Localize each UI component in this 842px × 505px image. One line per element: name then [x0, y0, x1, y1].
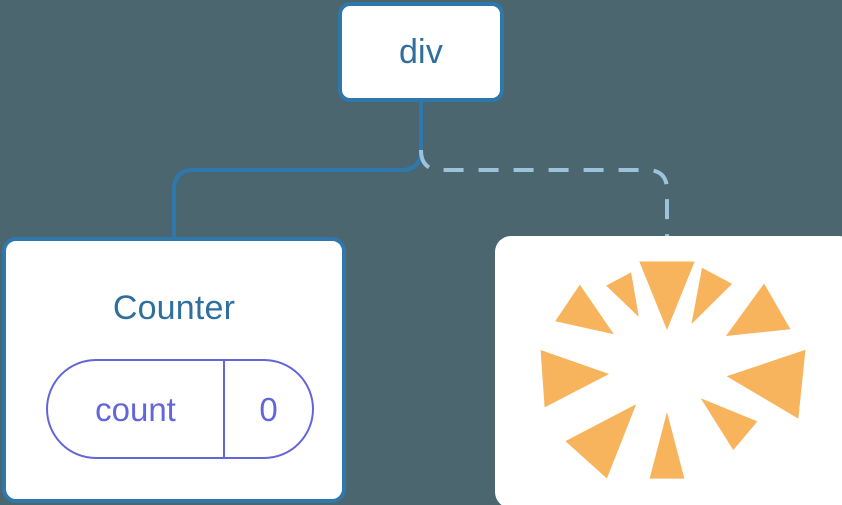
- node-div-label: div: [398, 33, 444, 71]
- burst-ray-5: [700, 398, 758, 451]
- edge-div-to-counter: [172, 100, 423, 241]
- state-pill-key: count: [48, 361, 225, 457]
- edge-div-to-burst: [419, 149, 669, 238]
- state-pill-count[interactable]: count 0: [46, 359, 314, 459]
- state-value-label: 0: [259, 390, 278, 428]
- node-counter-label: Counter: [112, 289, 236, 327]
- burst-ray-2: [691, 267, 733, 325]
- node-burst[interactable]: [495, 236, 842, 505]
- state-pill-value: 0: [225, 361, 312, 457]
- burst-ray-1: [639, 261, 695, 330]
- node-div[interactable]: div: [338, 2, 504, 102]
- sparkle-burst-icon: [540, 261, 806, 479]
- burst-ray-4: [726, 349, 806, 419]
- burst-ray-3: [725, 283, 791, 336]
- burst-ray-7: [565, 404, 637, 479]
- burst-ray-8: [540, 350, 610, 408]
- burst-ray-6: [649, 412, 685, 479]
- node-counter[interactable]: Counter count 0: [2, 237, 346, 503]
- burst-ray-9: [555, 284, 614, 335]
- state-key-label: count: [95, 390, 176, 428]
- burst-ray-10: [606, 272, 639, 317]
